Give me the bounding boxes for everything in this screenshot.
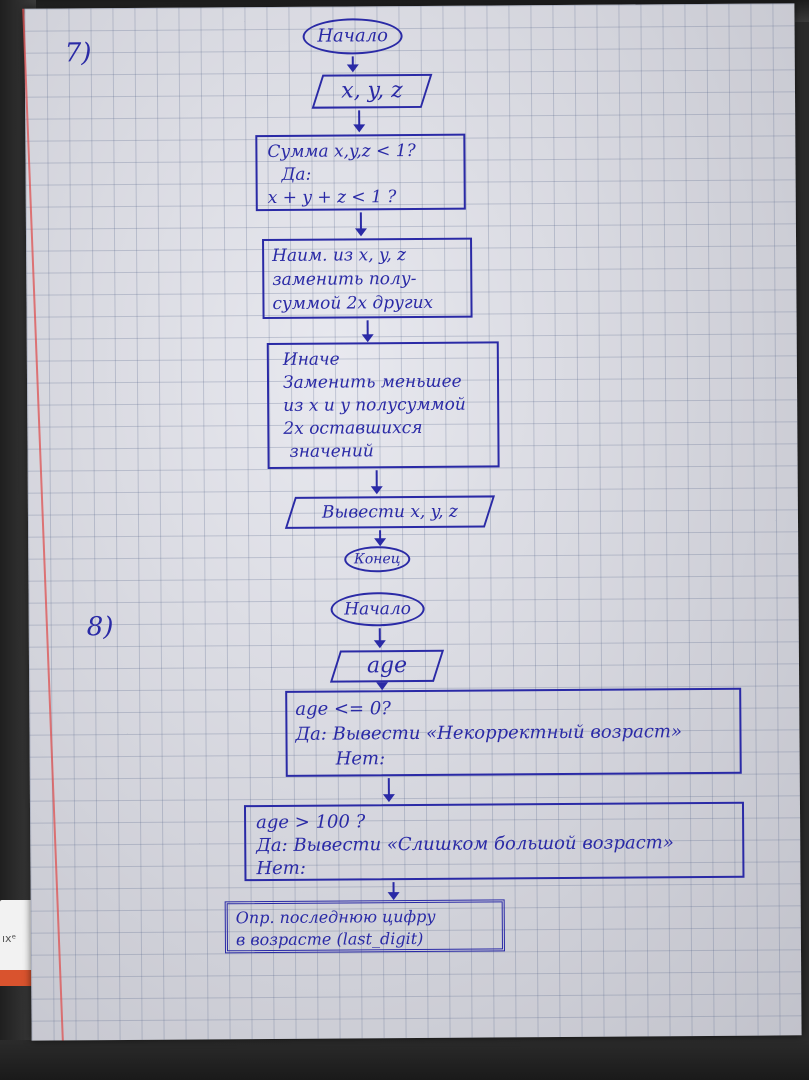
arrow-7-1 [351, 56, 354, 71]
else-7-line-2: Заменить меньшее [282, 371, 462, 393]
start-label-8: Начало [344, 599, 412, 620]
arrow-7-4 [366, 320, 369, 341]
arrow-7-3 [359, 212, 362, 235]
input-box-8: age [329, 649, 445, 683]
arrow-8-1 [378, 628, 381, 647]
notebook-page: 7) Начало x, y, z Сумма x,y,z < 1? Да: x… [22, 3, 802, 1041]
condition-box-8-2: age > 100 ? Да: Вывести «Слишком большой… [243, 801, 745, 882]
input-label-7: x, y, z [341, 78, 403, 104]
arrow-7-6 [379, 530, 382, 545]
section-8-number: 8) [86, 612, 114, 643]
start-terminal-7: Начало [302, 18, 403, 55]
section-7-number: 7) [64, 38, 92, 69]
action-box-8: Опр. последнюю цифру в возрасте (last_di… [224, 899, 505, 954]
arrow-7-2 [358, 110, 361, 131]
arrow-8-2 [381, 684, 384, 689]
input-box-7: x, y, z [311, 73, 433, 109]
else-box-7: Иначе Заменить меньшее из x и y полусумм… [266, 341, 500, 470]
side-card-text: ıxᵉ [2, 932, 17, 945]
else-7-line-1: Иначе [282, 349, 340, 370]
else-7-line-4: 2х оставшихся [283, 417, 423, 439]
action-8-line-2: в возрасте (last_digit) [235, 928, 424, 950]
action-7-line-1: Наим. из x, y, z [272, 245, 407, 266]
action-8-line-1: Опр. последнюю цифру [235, 906, 436, 928]
condition-8-2-line-1: age > 100 ? [256, 811, 366, 834]
action-7-line-3: суммой 2х других [272, 292, 434, 314]
desk-background-bottom [0, 1040, 809, 1080]
action-7-line-2: заменить полу- [272, 268, 417, 290]
else-7-line-3: из x и y полусуммой [283, 394, 466, 416]
condition-8-1-line-3: Нет: [335, 748, 386, 770]
condition-7-line-3: x + y + z < 1 ? [267, 187, 397, 209]
side-card-strip [0, 970, 34, 986]
arrow-7-5 [375, 470, 378, 493]
input-label-8: age [366, 653, 408, 679]
start-label-7: Начало [317, 25, 389, 47]
condition-8-1-line-2: Да: Вывести «Некорректный возраст» [295, 721, 683, 745]
end-label-7: Конец [353, 551, 401, 568]
arrow-8-4 [392, 882, 395, 899]
start-terminal-8: Начало [330, 591, 425, 627]
condition-box-8-1: age <= 0? Да: Вывести «Некорректный возр… [285, 687, 742, 777]
side-card: ıxᵉ [0, 900, 34, 986]
condition-8-1-line-1: age <= 0? [295, 698, 392, 720]
condition-7-line-2: Да: [281, 164, 312, 185]
else-7-line-5: значений [289, 441, 374, 462]
condition-7-line-1: Сумма x,y,z < 1? [267, 140, 416, 163]
output-label-7: Вывести x, y, z [321, 501, 458, 523]
condition-8-2-line-3: Нет: [256, 857, 306, 880]
action-box-7: Наим. из x, y, z заменить полу- суммой 2… [262, 237, 473, 320]
condition-box-7: Сумма x,y,z < 1? Да: x + y + z < 1 ? [255, 133, 466, 212]
output-box-7: Вывести x, y, z [284, 495, 496, 529]
arrow-8-3 [387, 778, 390, 801]
condition-8-2-line-2: Да: Вывести «Слишком большой возраст» [256, 832, 674, 857]
end-terminal-7: Конец [344, 546, 411, 573]
